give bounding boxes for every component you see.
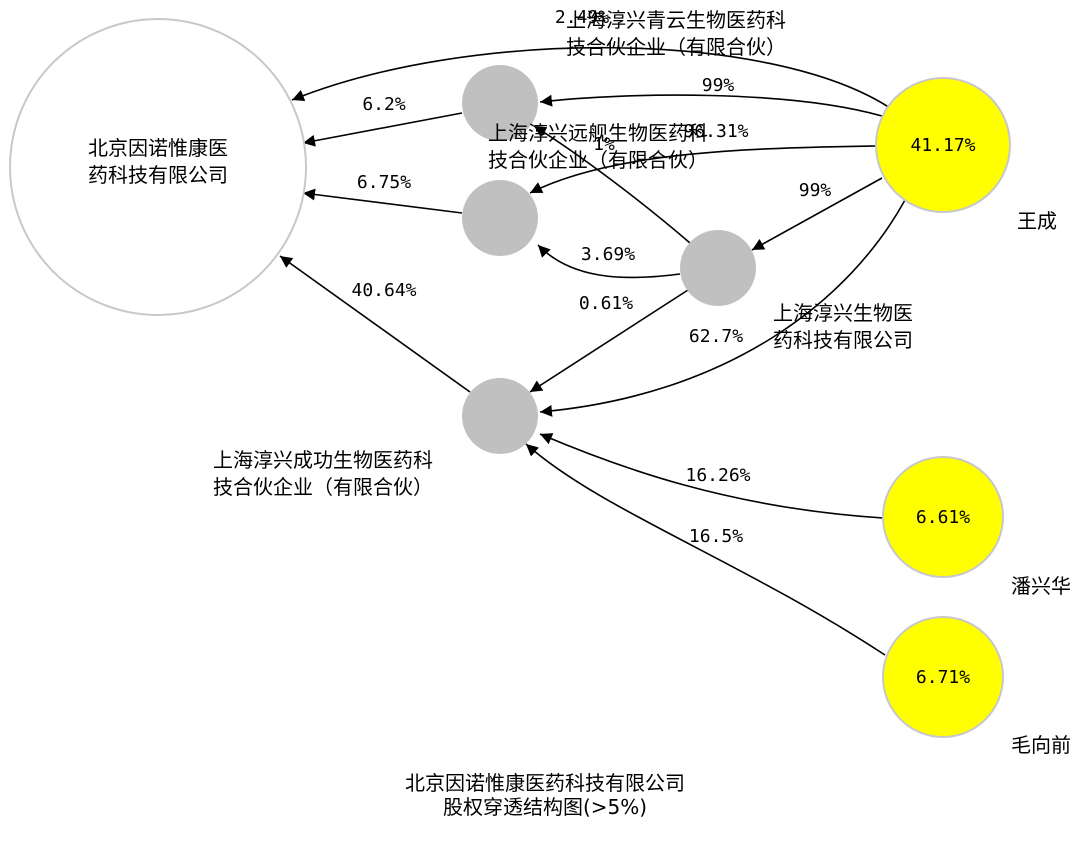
- node-wangcheng[interactable]: 41.17% 王成: [875, 77, 1057, 233]
- node-label: 北京因诺惟康医: [88, 136, 228, 160]
- node-label: 技合伙企业（有限合伙）: [566, 35, 786, 59]
- node-maoxiangqian[interactable]: 6.71% 毛向前: [882, 616, 1071, 757]
- node-value: 41.17%: [910, 135, 975, 156]
- edge-yuanfan-to-root: [302, 188, 463, 214]
- node-label: 技合伙企业（有限合伙）: [213, 475, 433, 499]
- edge-chunxing-to-chenggong: [529, 289, 689, 393]
- edge-wangcheng-to-root: [291, 46, 891, 109]
- edge-panxinghua-to-chenggong: [539, 433, 884, 519]
- edge-percent-label: 96.31%: [683, 121, 748, 142]
- edge-percent-label: 40.64%: [351, 280, 416, 301]
- node-circle: [680, 230, 756, 306]
- node-circle: [462, 180, 538, 256]
- edge-percent-label: 99%: [702, 75, 735, 96]
- node-label: 上海淳兴生物医: [773, 301, 913, 325]
- node-label: 上海淳兴青云生物医药科: [566, 8, 786, 32]
- edge-percent-label: 1%: [593, 134, 615, 155]
- node-circle: [882, 456, 1004, 578]
- edge-wangcheng-to-chunxing: [751, 177, 883, 251]
- node-label: 毛向前: [1011, 733, 1071, 757]
- edge-percent-label: 6.2%: [362, 94, 406, 115]
- nodes-layer: 北京因诺惟康医药科技有限公司上海淳兴青云生物医药科技合伙企业（有限合伙）上海淳兴…: [9, 8, 1071, 757]
- node-root[interactable]: 北京因诺惟康医药科技有限公司: [9, 18, 307, 316]
- node-label: 王成: [1017, 209, 1057, 233]
- edge-chunxing-to-yuanfan: [537, 244, 681, 279]
- edge-qingyun-to-root: [302, 112, 463, 147]
- edge-chenggong-to-root: [279, 255, 471, 393]
- edge-wangcheng-to-chenggong: [539, 199, 906, 417]
- edge-chunxing-to-qingyun: [533, 125, 691, 244]
- node-panxinghua[interactable]: 6.61% 潘兴华: [882, 456, 1071, 598]
- node-label: 技合伙企业（有限合伙）: [488, 148, 708, 172]
- edge-wangcheng-to-yuanfan: [529, 145, 877, 194]
- diagram-title-line: 北京因诺惟康医药科技有限公司: [405, 771, 685, 795]
- node-circle: [875, 77, 1011, 213]
- diagram-title: 北京因诺惟康医药科技有限公司股权穿透结构图(>5%): [405, 771, 685, 819]
- edge-percent-label: 3.69%: [581, 244, 635, 265]
- node-label: 潘兴华: [1011, 574, 1071, 598]
- edge-percent-label: 2.49%: [555, 7, 609, 28]
- edge-percent-label: 0.61%: [579, 293, 633, 314]
- node-circle: [882, 616, 1004, 738]
- node-value: 6.71%: [916, 667, 970, 688]
- node-circle: [9, 18, 307, 316]
- edge-percent-label: 62.7%: [689, 326, 743, 347]
- edge-maoxiangqian-to-chenggong: [525, 443, 886, 656]
- node-label: 上海淳兴远舰生物医药科: [488, 121, 708, 145]
- node-circle: [462, 65, 538, 141]
- node-label: 药科技有限公司: [88, 163, 228, 187]
- edge-percent-label: 99%: [799, 180, 832, 201]
- edge-percent-label: 6.75%: [357, 172, 411, 193]
- edge-percent-label: 16.5%: [689, 526, 743, 547]
- node-value: 6.61%: [916, 507, 970, 528]
- labels-layer: 2.49% 6.2% 6.75% 40.64% 99% 96.31% 99% 1% 3.69% 0…: [351, 7, 831, 547]
- node-label: 药科技有限公司: [773, 328, 913, 352]
- node-label: 上海淳兴成功生物医药科: [213, 448, 433, 472]
- edge-percent-label: 16.26%: [685, 465, 750, 486]
- diagram-title-line: 股权穿透结构图(>5%): [443, 795, 647, 819]
- node-circle: [462, 378, 538, 454]
- edges-layer: [279, 46, 906, 656]
- edge-wangcheng-to-qingyun: [539, 94, 883, 117]
